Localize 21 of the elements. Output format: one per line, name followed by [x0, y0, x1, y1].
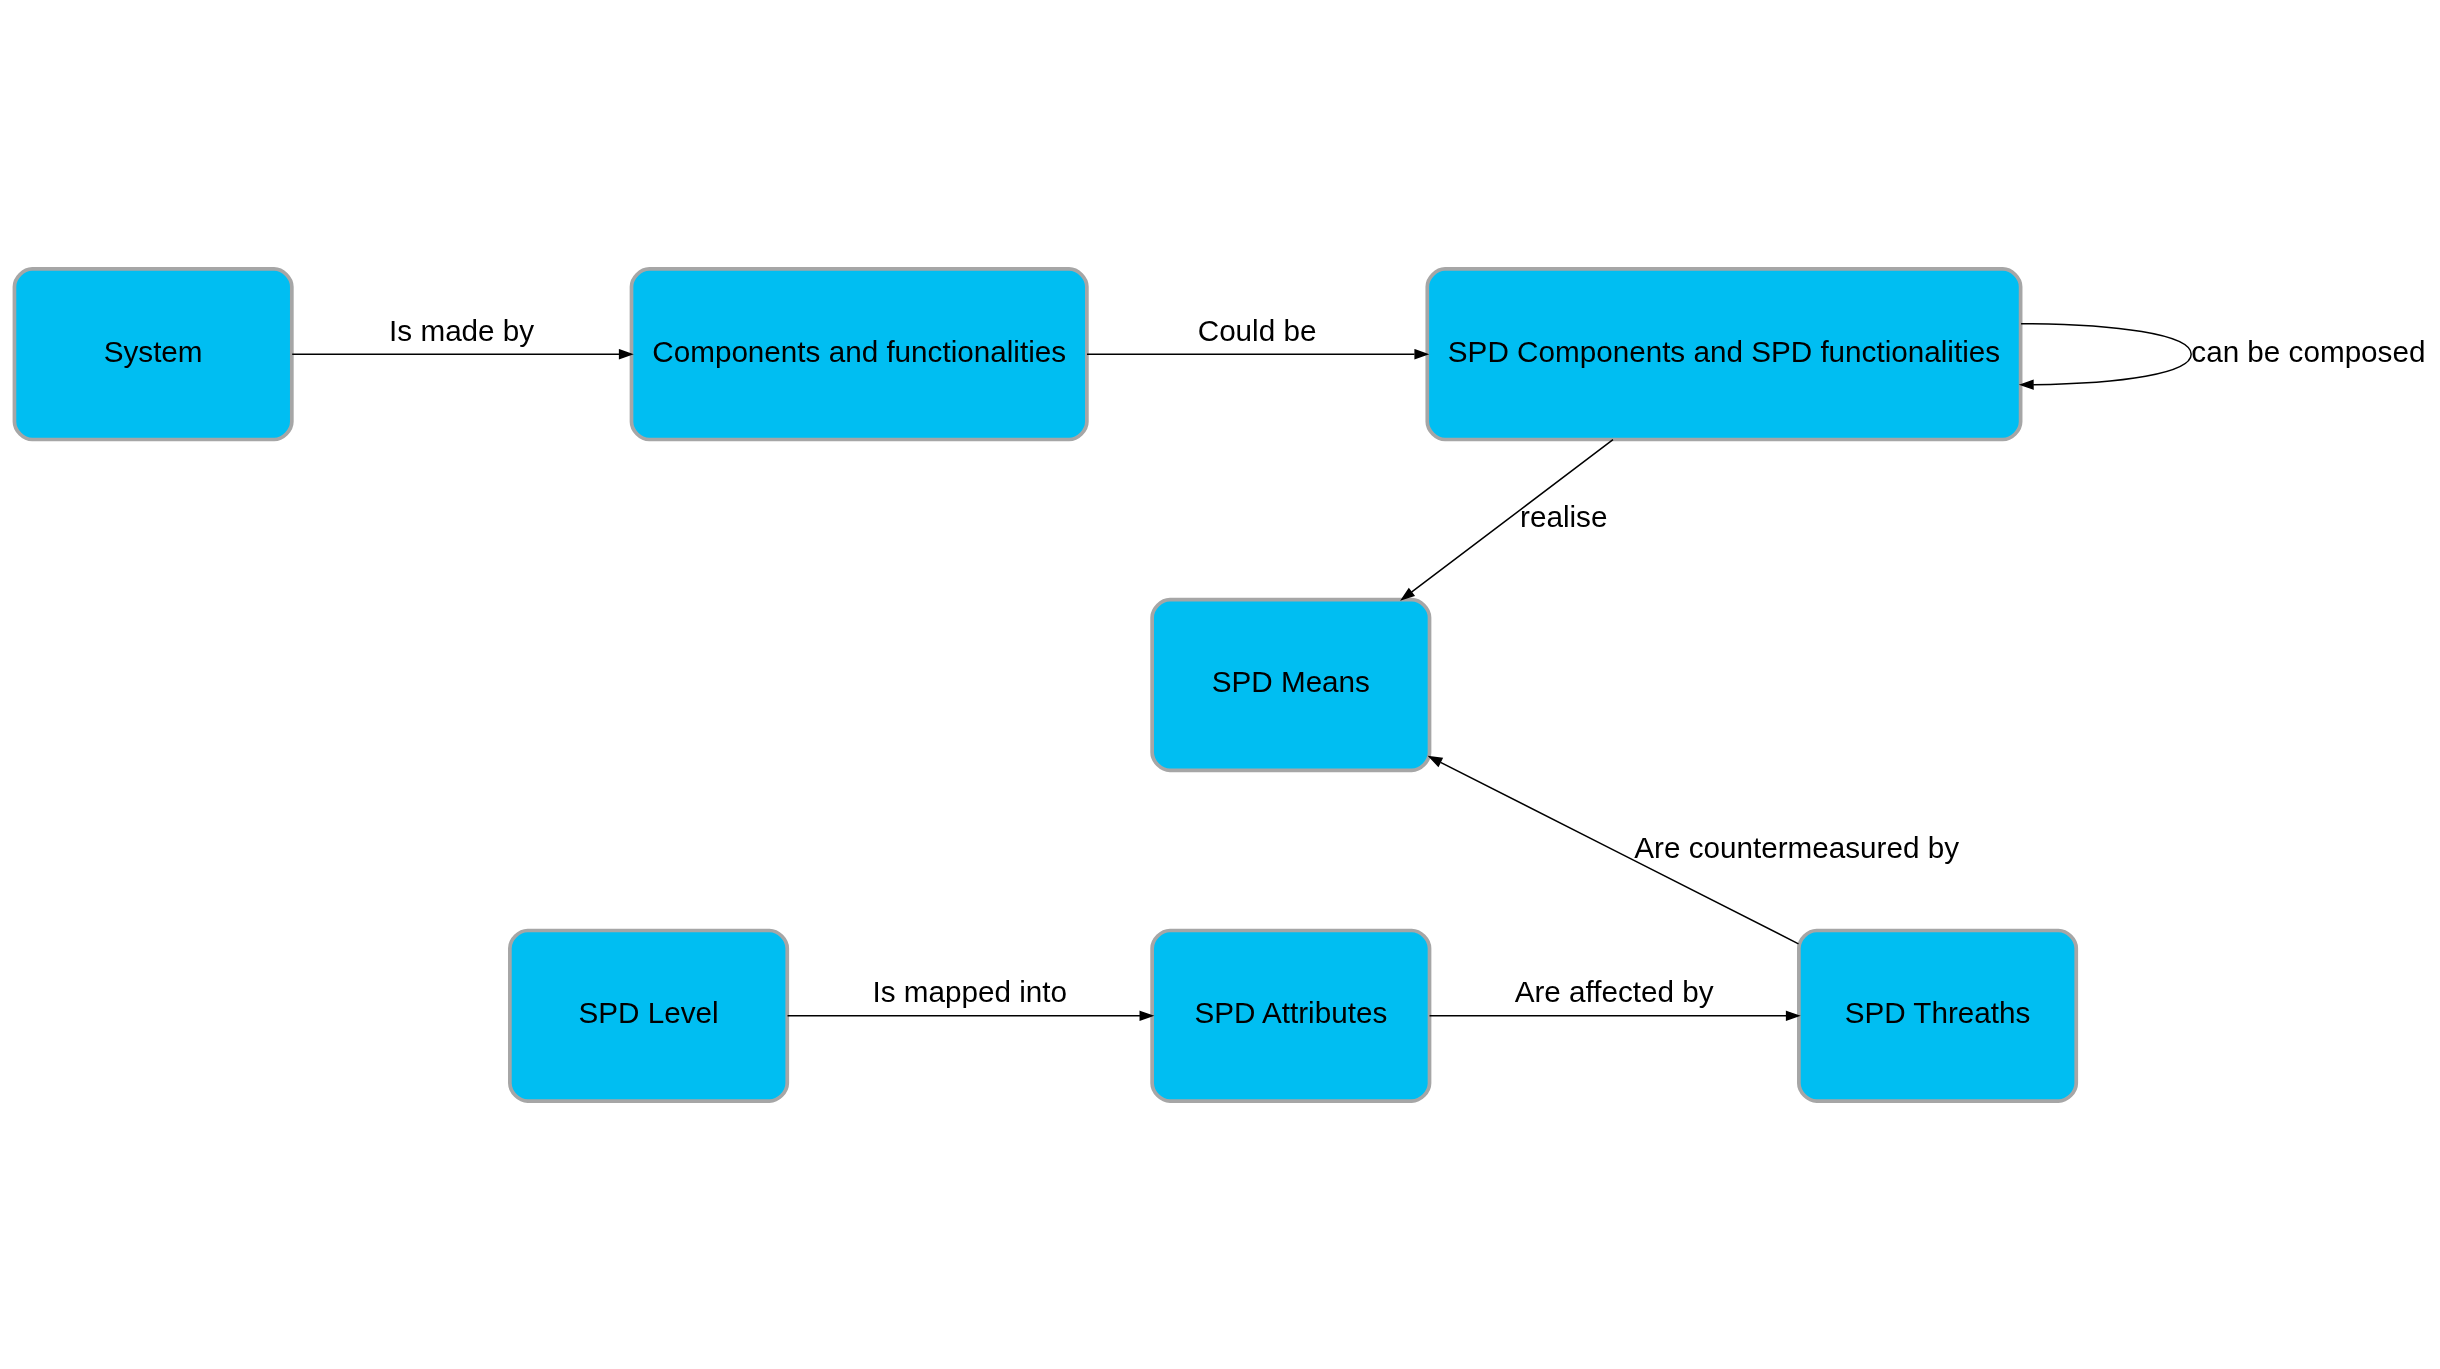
- edge-label: Could be: [1197, 313, 1317, 347]
- arrow: [1428, 1010, 1801, 1021]
- arrow: [786, 1010, 1155, 1021]
- node-box: SPD Components and SPD functionalities: [1425, 266, 2023, 441]
- node-box: SPD Means: [1150, 597, 1432, 772]
- arrow: [2018, 322, 2192, 390]
- edge-label: Is made by: [389, 313, 535, 347]
- node-box: SPD Threaths: [1797, 928, 2079, 1103]
- node-box: Components and functionalities: [629, 266, 1089, 441]
- node-box: SPD Level: [508, 928, 790, 1103]
- edge-label: can be composed: [2191, 334, 2426, 368]
- edge-label: realise: [1520, 499, 1608, 533]
- edge-label: Is mapped into: [872, 974, 1067, 1008]
- edge-label: Are countermeasured by: [1634, 830, 1960, 864]
- arrow: [1400, 438, 1614, 601]
- arrow: [1427, 755, 1800, 945]
- node-box: SPD Attributes: [1150, 928, 1432, 1103]
- edge-label: Are affected by: [1514, 974, 1714, 1008]
- arrow: [291, 348, 634, 359]
- node-box: System: [12, 266, 294, 441]
- arrow: [1086, 348, 1430, 359]
